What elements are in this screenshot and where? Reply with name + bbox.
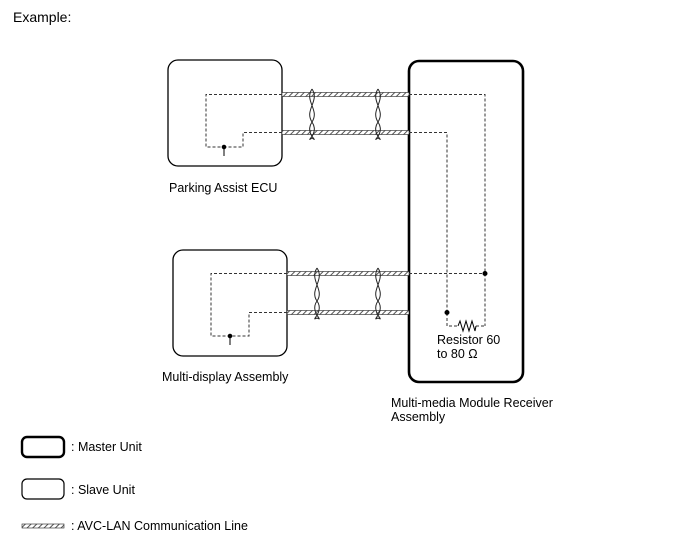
twist-symbol-upper-2 xyxy=(375,88,381,140)
parking-ecu-node xyxy=(221,144,227,150)
parking-ecu-internal-wire-1 xyxy=(205,94,282,148)
multi-display-box xyxy=(172,249,288,357)
display-internal-wire-1 xyxy=(210,273,287,337)
receiver-internal-wire-2 xyxy=(409,132,448,313)
display-internal-wire-2 xyxy=(230,312,287,337)
display-node xyxy=(227,333,233,339)
avc-lan-line-upper-2 xyxy=(281,130,410,135)
receiver-node-2 xyxy=(444,310,450,315)
legend-slave-icon xyxy=(21,478,65,500)
multi-display-label: Multi-display Assembly xyxy=(162,370,289,384)
resistor-label-line2: to 80 Ω xyxy=(437,347,478,361)
parking-assist-ecu-box xyxy=(167,59,283,167)
twist-symbol-lower-1 xyxy=(314,267,320,320)
diagram-heading: Example: xyxy=(13,9,72,25)
legend-avc-lan-label: : AVC-LAN Communication Line xyxy=(71,519,248,533)
receiver-label-line1: Multi-media Module Receiver xyxy=(391,396,553,410)
receiver-label-line2: Assembly xyxy=(391,410,446,424)
resistor-label-line1: Resistor 60 xyxy=(437,333,501,347)
avc-lan-line-lower-2 xyxy=(286,310,410,315)
twist-symbol-upper-1 xyxy=(309,88,315,140)
avc-lan-line-lower-1 xyxy=(286,271,410,276)
legend-master-icon xyxy=(20,435,66,459)
avc-lan-line-upper-1 xyxy=(281,92,410,97)
parking-ecu-internal-wire-2 xyxy=(224,132,282,148)
twist-symbol-lower-2 xyxy=(375,267,381,320)
legend-slave-label: : Slave Unit xyxy=(71,483,135,497)
receiver-internal-wire-1 xyxy=(409,94,486,326)
legend-avc-lan-icon xyxy=(21,523,65,529)
legend-master-label: : Master Unit xyxy=(71,440,142,454)
receiver-resistor-lead xyxy=(446,313,458,327)
parking-assist-ecu-label: Parking Assist ECU xyxy=(169,181,278,195)
receiver-node-1 xyxy=(482,271,488,276)
resistor-symbol xyxy=(457,319,477,333)
receiver-box xyxy=(407,59,525,384)
